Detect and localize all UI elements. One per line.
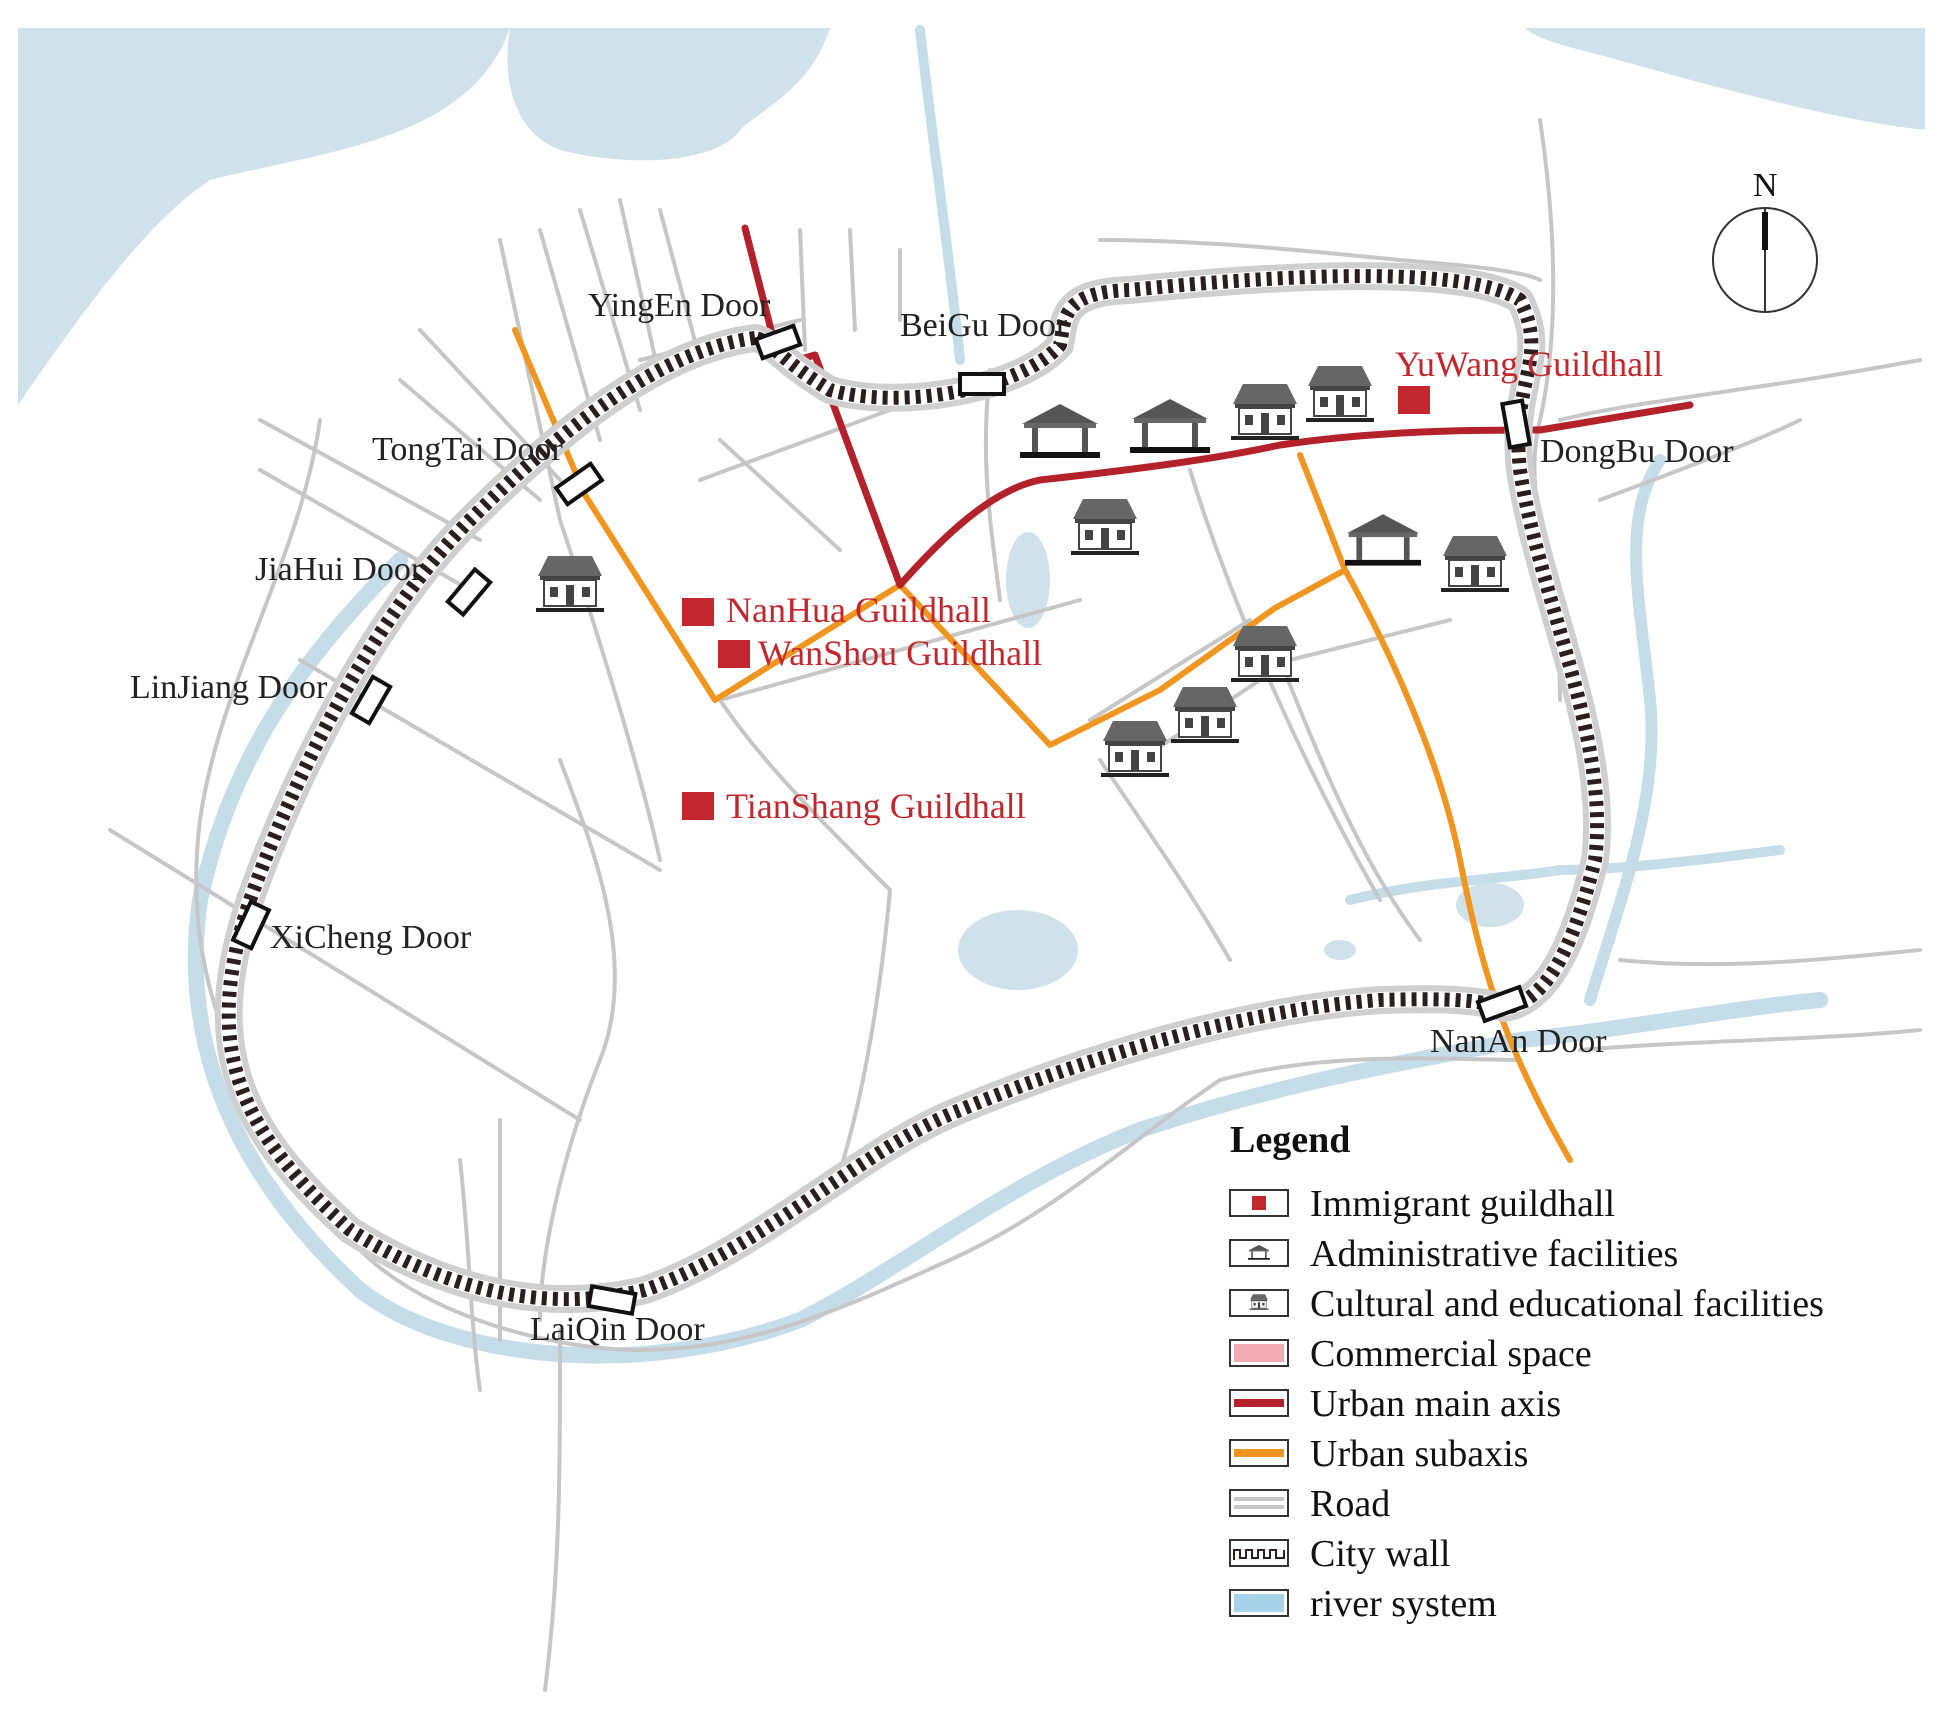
legend-label: Immigrant guildhall	[1310, 1183, 1615, 1225]
pavilion-icon	[1130, 399, 1210, 453]
legend-item-main-axis: Urban main axis	[1229, 1383, 1561, 1425]
door-label-yingen: YingEn Door	[588, 287, 771, 324]
road-network	[108, 118, 1922, 1692]
legend-label: Road	[1310, 1483, 1390, 1525]
legend-label: river system	[1310, 1583, 1497, 1625]
urban-subaxis	[512, 327, 1573, 1163]
legend-item-cultural: Cultural and educational facilities	[1229, 1283, 1824, 1325]
city-gates	[230, 323, 1532, 1316]
guildhall-tianshang-marker	[682, 792, 714, 820]
legend-item-guildhall: Immigrant guildhall	[1229, 1183, 1615, 1225]
door-label-linjiang: LinJiang Door	[130, 669, 328, 706]
door-label-nanan: NanAn Door	[1430, 1023, 1607, 1060]
house-icon	[1230, 383, 1300, 441]
legend-label: Commercial space	[1310, 1333, 1592, 1375]
door-label-dongbu: DongBu Door	[1540, 433, 1734, 470]
guildhall-wanshou-marker	[718, 640, 750, 668]
guildhall-label-wanshou: WanShou Guildhall	[758, 633, 1042, 673]
legend: Legend Immigrant guildhall Administrativ…	[1229, 1119, 1824, 1625]
compass-north-label: N	[1753, 167, 1778, 204]
pink-fill-swatch	[1234, 1344, 1284, 1362]
guildhall-label-nanhua: NanHua Guildhall	[726, 590, 991, 630]
gate-yingen	[753, 323, 803, 361]
legend-item-city-wall: City wall	[1229, 1533, 1450, 1575]
gate-linjiang	[349, 674, 393, 726]
legend-label: Administrative facilities	[1310, 1233, 1678, 1275]
north-arrow-icon	[1762, 212, 1768, 250]
guildhall-markers	[682, 386, 1430, 820]
door-label-xicheng: XiCheng Door	[270, 919, 472, 956]
north-compass: N	[1712, 167, 1818, 313]
gate-jiahui	[445, 566, 493, 618]
pavilion-icon	[1345, 514, 1421, 566]
legend-label: Urban subaxis	[1310, 1433, 1528, 1475]
gate-beigu	[958, 372, 1006, 396]
house-icon	[1070, 498, 1140, 556]
legend-item-administrative: Administrative facilities	[1229, 1233, 1678, 1275]
legend-item-road: Road	[1229, 1483, 1390, 1525]
red-line-swatch	[1234, 1399, 1284, 1407]
house-icon	[1100, 720, 1170, 778]
house-icon	[1249, 1293, 1269, 1311]
crenellation-swatch	[1233, 1549, 1285, 1560]
legend-item-river: river system	[1229, 1583, 1497, 1625]
house-icon	[1230, 625, 1300, 683]
ponds	[958, 532, 1524, 990]
orange-line-swatch	[1234, 1449, 1284, 1457]
legend-label: Cultural and educational facilities	[1310, 1283, 1824, 1325]
door-labels: YingEn Door BeiGu Door TongTai Door JiaH…	[130, 287, 1734, 1348]
house-icon	[1170, 686, 1240, 744]
legend-item-commercial: Commercial space	[1229, 1333, 1592, 1375]
door-label-tongtai: TongTai Door	[372, 431, 563, 468]
legend-label: City wall	[1310, 1533, 1450, 1575]
door-label-laiqin: LaiQin Door	[530, 1311, 705, 1348]
gate-tongtai	[553, 460, 605, 508]
gate-dongbu	[1500, 398, 1532, 450]
legend-label: Urban main axis	[1310, 1383, 1561, 1425]
gate-xicheng	[230, 899, 272, 951]
legend-title: Legend	[1230, 1119, 1350, 1161]
house-icon	[535, 555, 605, 613]
guildhall-yuwang-marker	[1398, 386, 1430, 414]
legend-item-subaxis: Urban subaxis	[1229, 1433, 1528, 1475]
house-icon	[1305, 365, 1375, 423]
guildhall-label-tianshang: TianShang Guildhall	[726, 786, 1026, 826]
guildhall-label-yuwang: YuWang Guildhall	[1395, 344, 1663, 384]
pavilion-icon	[1020, 404, 1100, 458]
guildhall-nanhua-marker	[682, 598, 714, 626]
door-label-beigu: BeiGu Door	[900, 307, 1068, 344]
door-label-jiahui: JiaHui Door	[255, 551, 423, 588]
blue-fill-swatch	[1234, 1594, 1284, 1612]
guildhall-labels: YuWang Guildhall NanHua Guildhall WanSho…	[726, 344, 1663, 826]
lake	[18, 28, 1925, 405]
gate-laiqin	[586, 1284, 638, 1316]
gate-nanan	[1475, 984, 1529, 1024]
house-icon	[1440, 535, 1510, 593]
